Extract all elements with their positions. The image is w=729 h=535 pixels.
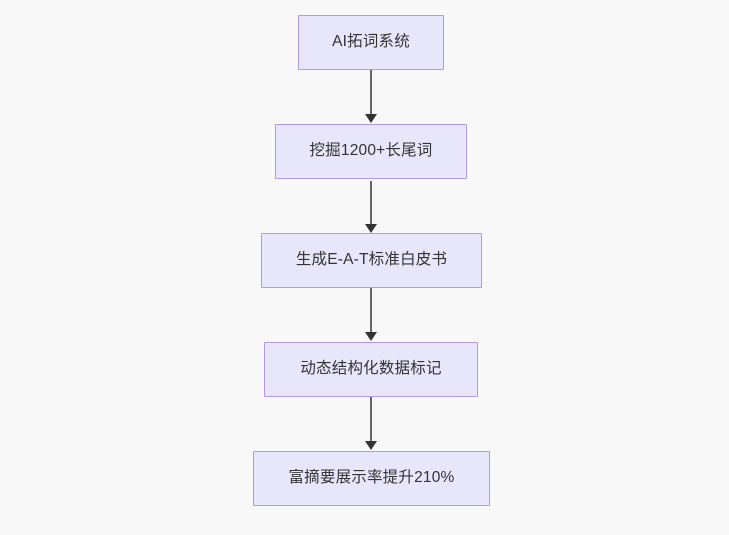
- flowchart-edge-2-arrow-icon: [365, 224, 377, 233]
- flowchart-edge-3-arrow-icon: [365, 332, 377, 341]
- flowchart-edge-2-line: [370, 181, 372, 225]
- flowchart-edge-1-line: [370, 70, 372, 115]
- flowchart-edge-1-arrow-icon: [365, 114, 377, 123]
- flowchart-node-5[interactable]: 富摘要展示率提升210%: [253, 451, 490, 506]
- flowchart-edge-4-arrow-icon: [365, 441, 377, 450]
- flowchart-node-2-label: 挖掘1200+长尾词: [309, 142, 433, 160]
- flowchart-node-1[interactable]: AI拓词系统: [298, 15, 444, 70]
- flowchart-node-1-label: AI拓词系统: [332, 33, 410, 51]
- flowchart-node-2[interactable]: 挖掘1200+长尾词: [275, 124, 467, 179]
- flowchart-node-5-label: 富摘要展示率提升210%: [288, 469, 455, 487]
- flowchart-node-3-label: 生成E-A-T标准白皮书: [295, 251, 448, 269]
- flowchart-node-4[interactable]: 动态结构化数据标记: [264, 342, 478, 397]
- flowchart-node-3[interactable]: 生成E-A-T标准白皮书: [261, 233, 482, 288]
- flowchart-node-4-label: 动态结构化数据标记: [300, 360, 442, 378]
- flowchart-edge-3-line: [370, 288, 372, 333]
- flowchart-edge-4-line: [370, 397, 372, 442]
